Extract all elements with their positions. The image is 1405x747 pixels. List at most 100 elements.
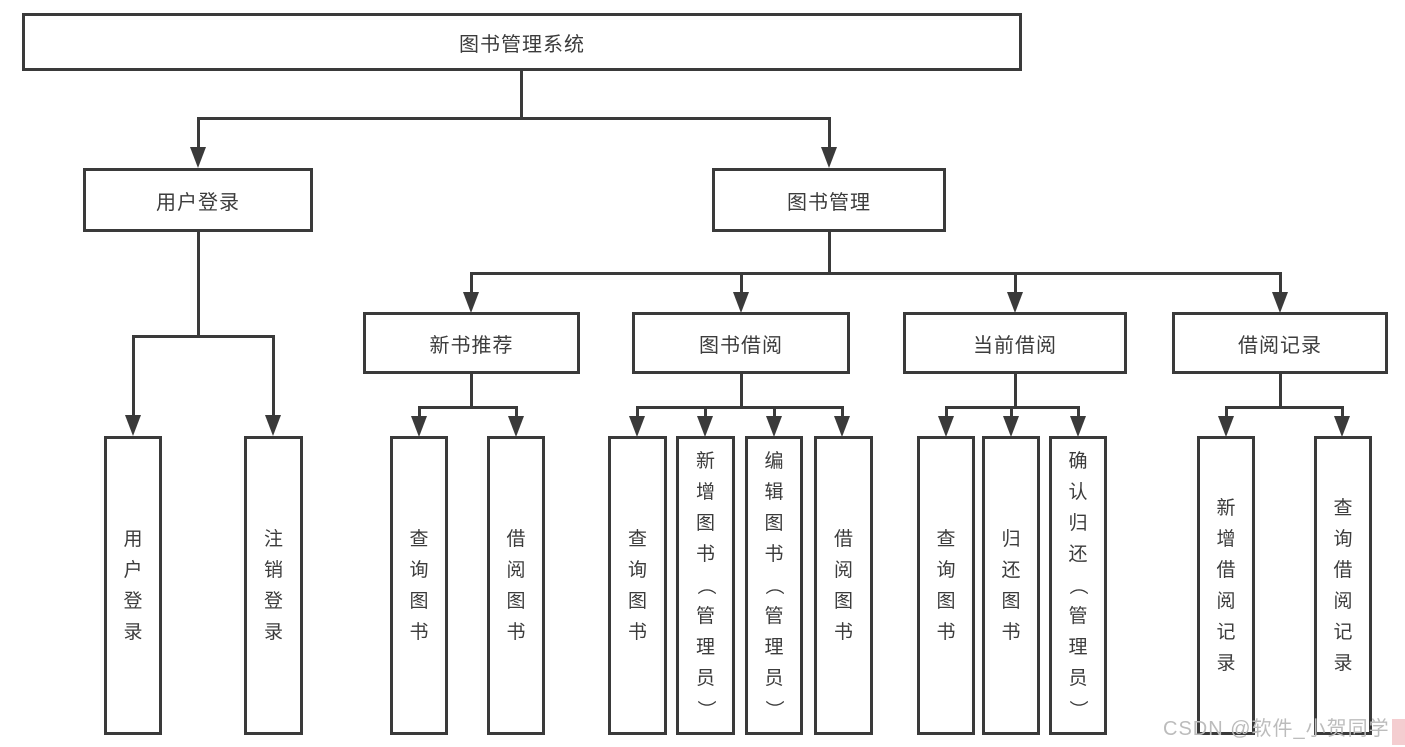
vertical-char: 借 bbox=[833, 528, 853, 550]
connector-userlogin-hbar bbox=[132, 335, 275, 338]
vertical-char: 理 bbox=[1068, 637, 1088, 658]
node-current-borrow-label: 当前借阅 bbox=[973, 334, 1057, 357]
vertical-char: 户 bbox=[123, 559, 143, 581]
arrowhead-b2 bbox=[508, 416, 524, 437]
vertical-char: 注 bbox=[263, 528, 283, 550]
vertical-char: 书 bbox=[506, 621, 526, 643]
vertical-char: （ bbox=[1067, 575, 1089, 596]
connector-drop-new-book-rec bbox=[470, 272, 473, 296]
watermark-logo-smudge bbox=[1392, 719, 1405, 745]
leaf-borrow-book-rec: 借阅图书 bbox=[487, 436, 545, 735]
vertical-char: 录 bbox=[123, 621, 143, 643]
connector-newbookrec-hbar bbox=[418, 406, 517, 409]
node-user-login-label: 用户登录 bbox=[156, 191, 240, 214]
vertical-char: 还 bbox=[1068, 544, 1088, 565]
vertical-char: 员 bbox=[764, 668, 784, 689]
leaf-logout: 注销登录 bbox=[244, 436, 303, 735]
vertical-char: 员 bbox=[1068, 668, 1088, 689]
connector-drop-leaf-userlogin bbox=[132, 335, 135, 415]
connector-drop-current-borrow bbox=[1014, 272, 1017, 296]
vertical-char: ） bbox=[1067, 699, 1089, 720]
connector-userlogin-vline bbox=[197, 232, 200, 338]
connector-drop-c3 bbox=[773, 406, 776, 420]
arrowhead-leaf-userlogin bbox=[125, 415, 141, 436]
vertical-char: 归 bbox=[1001, 528, 1021, 550]
node-book-mgmt: 图书管理 bbox=[712, 168, 946, 232]
connector-bookmgmt-vline bbox=[828, 232, 831, 275]
leaf-edit-book-admin: 编辑图书（管理员） bbox=[745, 436, 803, 735]
vertical-char: 书 bbox=[1001, 621, 1021, 643]
connector-root-hbar bbox=[197, 117, 831, 120]
vertical-char: 查 bbox=[627, 528, 647, 550]
connector-drop-e2 bbox=[1341, 406, 1344, 420]
arrowhead-c3 bbox=[766, 416, 782, 437]
node-new-book-rec-label: 新书推荐 bbox=[429, 334, 514, 357]
connector-bookmgmt-hbar bbox=[470, 272, 1281, 275]
vertical-char: 书 bbox=[409, 621, 429, 643]
arrowhead-e1 bbox=[1218, 416, 1234, 437]
node-user-login: 用户登录 bbox=[83, 168, 313, 232]
leaf-query-book-borrow: 查询图书 bbox=[608, 436, 667, 735]
vertical-char: 书 bbox=[695, 544, 715, 565]
vertical-char: 书 bbox=[764, 544, 784, 565]
connector-drop-leaf-logout bbox=[272, 335, 275, 415]
leaf-query-borrow-record: 查询借阅记录 bbox=[1314, 436, 1372, 735]
arrowhead-new-book-rec bbox=[463, 292, 479, 313]
vertical-char: ） bbox=[694, 699, 716, 720]
vertical-char: 图 bbox=[936, 590, 956, 612]
vertical-char: 管 bbox=[764, 606, 784, 627]
arrowhead-c4 bbox=[834, 416, 850, 437]
vertical-char: 阅 bbox=[1333, 590, 1353, 612]
vertical-char: 管 bbox=[1068, 606, 1088, 627]
vertical-char: 登 bbox=[263, 590, 283, 612]
vertical-char: 图 bbox=[506, 590, 526, 612]
vertical-char: 新 bbox=[1216, 497, 1236, 519]
vertical-char: 图 bbox=[409, 590, 429, 612]
vertical-char: 查 bbox=[1333, 497, 1353, 519]
vertical-char: 图 bbox=[1001, 590, 1021, 612]
vertical-char: 增 bbox=[695, 482, 715, 503]
vertical-char: 辑 bbox=[764, 482, 784, 503]
node-book-borrow-label: 图书借阅 bbox=[699, 334, 783, 357]
connector-drop-book-mgmt bbox=[828, 117, 831, 150]
connector-bookborrow-hbar bbox=[636, 406, 844, 409]
connector-borrowrecords-vline bbox=[1279, 374, 1282, 409]
leaf-user-login: 用户登录 bbox=[104, 436, 162, 735]
connector-currentborrow-vline bbox=[1014, 374, 1017, 409]
vertical-char: 记 bbox=[1216, 621, 1236, 643]
arrowhead-borrow-records bbox=[1272, 292, 1288, 313]
leaf-add-book-admin: 新增图书（管理员） bbox=[676, 436, 735, 735]
arrowhead-leaf-logout bbox=[265, 415, 281, 436]
vertical-char: 管 bbox=[695, 606, 715, 627]
vertical-char: 询 bbox=[1333, 528, 1353, 550]
vertical-char: （ bbox=[763, 575, 785, 596]
leaf-borrow-book: 借阅图书 bbox=[814, 436, 873, 735]
arrowhead-d1 bbox=[938, 416, 954, 437]
vertical-char: 阅 bbox=[506, 559, 526, 581]
vertical-char: 查 bbox=[936, 528, 956, 550]
arrowhead-book-borrow bbox=[733, 292, 749, 313]
vertical-char: 新 bbox=[695, 451, 715, 472]
node-borrow-records-label: 借阅记录 bbox=[1238, 334, 1322, 357]
vertical-char: 图 bbox=[764, 513, 784, 534]
arrowhead-current-borrow bbox=[1007, 292, 1023, 313]
connector-drop-c2 bbox=[704, 406, 707, 420]
node-new-book-rec: 新书推荐 bbox=[363, 312, 580, 374]
connector-drop-c1 bbox=[636, 406, 639, 420]
leaf-query-book-current: 查询图书 bbox=[917, 436, 975, 735]
connector-drop-d1 bbox=[945, 406, 948, 420]
vertical-char: 登 bbox=[123, 590, 143, 612]
leaf-query-book-rec: 查询图书 bbox=[390, 436, 448, 735]
vertical-char: 书 bbox=[833, 621, 853, 643]
connector-drop-d2 bbox=[1010, 406, 1013, 420]
vertical-char: 图 bbox=[833, 590, 853, 612]
vertical-char: 询 bbox=[936, 559, 956, 581]
vertical-char: 认 bbox=[1068, 482, 1088, 503]
arrowhead-b1 bbox=[411, 416, 427, 437]
node-root-label: 图书管理系统 bbox=[459, 33, 585, 56]
vertical-char: 书 bbox=[936, 621, 956, 643]
vertical-char: 增 bbox=[1216, 528, 1236, 550]
leaf-add-borrow-record: 新增借阅记录 bbox=[1197, 436, 1255, 735]
connector-drop-e1 bbox=[1225, 406, 1228, 420]
